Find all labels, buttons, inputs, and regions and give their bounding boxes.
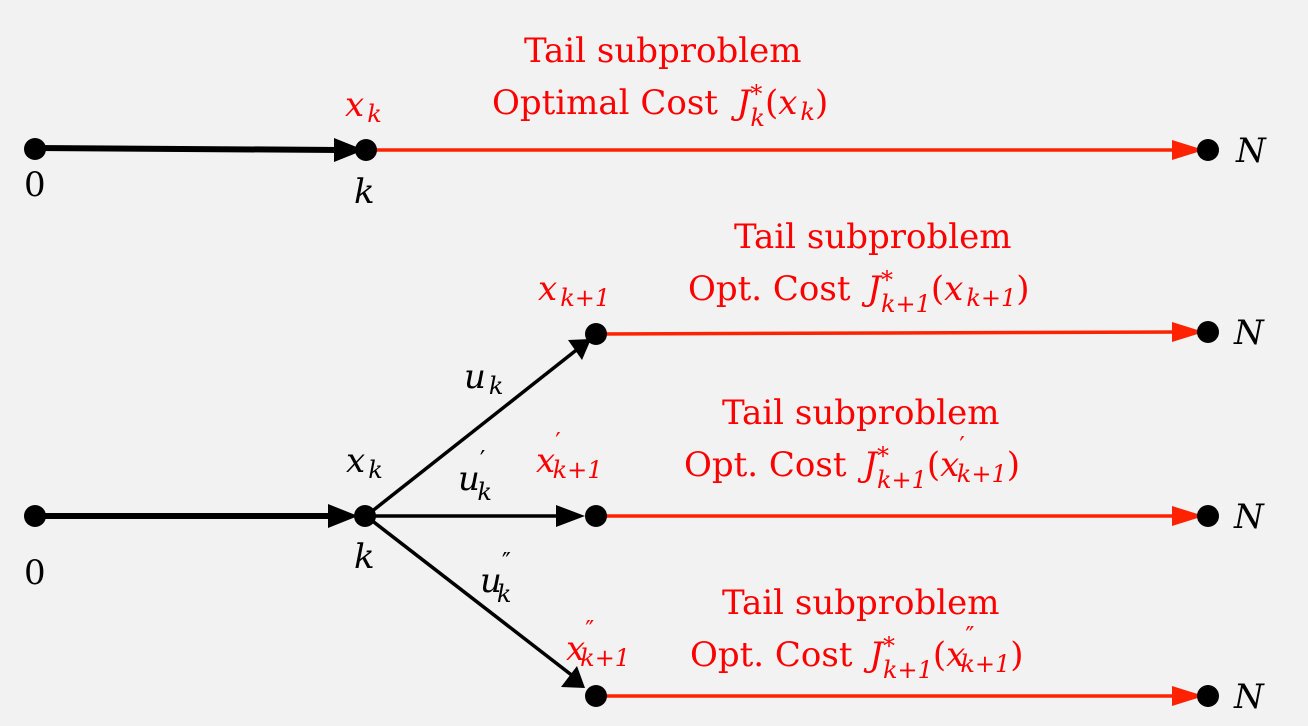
bottom-stage-label: k (354, 537, 375, 577)
bottom-stage-arrowhead (328, 504, 358, 528)
top-stage-arrowhead (334, 138, 364, 162)
control-arrowhead-u-double-prime (561, 666, 585, 688)
tail-title-2: Tail subproblem (722, 393, 999, 433)
bottom-node-k (354, 505, 376, 527)
top-node-N (1197, 139, 1219, 161)
end-node-N-3 (1197, 685, 1219, 707)
control-label-u-double-prime: u″k (480, 548, 511, 608)
end-label-N-1: N (1233, 313, 1265, 353)
end-label-N-3: N (1233, 677, 1265, 717)
end-node-N-1 (1197, 321, 1219, 343)
tail-edge-1 (595, 330, 1181, 336)
bottom-node-start (24, 505, 46, 527)
top-node-start (24, 138, 46, 160)
top-stage-label: k (354, 172, 375, 212)
end-node-N-2 (1197, 505, 1219, 527)
bottom-start-label: 0 (24, 553, 46, 593)
control-edge-u (364, 342, 586, 518)
top-end-label: N (1235, 131, 1267, 171)
tail-title-3: Tail subproblem (722, 583, 999, 623)
end-label-N-2: N (1233, 497, 1265, 537)
next-state-node-1 (585, 323, 607, 345)
tail-cost-2: Opt. Cost J*k+1(x′k+1) (684, 432, 1020, 494)
top-stage-edge (35, 145, 341, 153)
control-label-u-prime: u′k (458, 446, 492, 506)
tail-arrowhead-3 (1172, 686, 1204, 706)
tail-cost-3: Opt. Cost J*k+1(x″k+1) (690, 622, 1024, 684)
tail-arrowhead-1 (1172, 322, 1204, 342)
next-state-label-2: x′k+1 (536, 428, 603, 484)
next-state-label-3: x″k+1 (566, 616, 630, 672)
control-edge-u-double-prime (364, 514, 580, 682)
top-start-label: 0 (24, 165, 46, 205)
tail-title-1: Tail subproblem (734, 217, 1011, 257)
control-arrowhead-u-prime (556, 505, 585, 527)
top-tail-arrowhead (1172, 140, 1204, 160)
top-tail-title: Tail subproblem (524, 31, 801, 71)
control-arrowhead-u (568, 339, 591, 360)
tail-arrowhead-2 (1172, 506, 1204, 526)
top-node-k (355, 139, 377, 161)
next-state-node-2 (585, 505, 607, 527)
next-state-node-3 (585, 685, 607, 707)
